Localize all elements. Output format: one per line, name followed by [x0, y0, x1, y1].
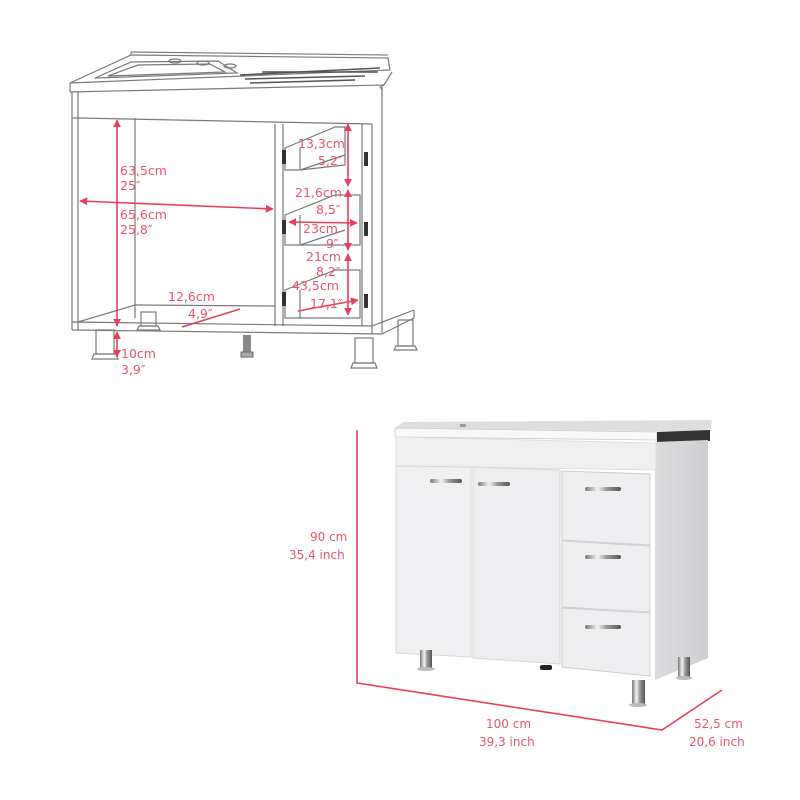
handle-icon	[478, 482, 510, 486]
interior-width-inch: 25,8″	[120, 222, 153, 237]
interior-height-inch: 25″	[120, 178, 141, 193]
left-door	[395, 465, 472, 658]
countertop-edge	[657, 430, 710, 443]
drawer-runner-icon	[282, 220, 286, 234]
bottom-depth-cm: 12,6cm	[168, 289, 215, 304]
drawer-bottom	[561, 607, 651, 677]
drawer-width-cm: 23cm	[303, 221, 338, 236]
drawer-depth-inch: 17,1″	[310, 296, 343, 311]
drawer-2-height-cm: 21,6cm	[295, 185, 342, 200]
drawer-1-height-inch: 5,2″	[318, 153, 343, 168]
line-drawing-cabinet: 63,5cm 25″ 65,6cm 25,8″ 12,6cm 4,9″ 10cm…	[69, 51, 418, 377]
handle-icon	[585, 625, 621, 629]
drawer-runner-icon	[364, 152, 368, 166]
interior-height-cm: 63,5cm	[120, 163, 167, 178]
depth-inch: 20,6 inch	[689, 735, 745, 749]
bottom-depth-inch: 4,9″	[188, 306, 213, 321]
height-inch: 35,4 inch	[289, 548, 345, 562]
width-cm: 100 cm	[486, 717, 531, 731]
product-render-cabinet: 90 cm 35,4 inch 100 cm 39,3 inch 52,5 cm…	[289, 420, 745, 749]
drawer-middle	[561, 540, 651, 613]
handle-icon	[585, 487, 621, 491]
interior-width-cm: 65,6cm	[120, 207, 167, 222]
drawer-3-height-inch: 8,2″	[316, 264, 341, 279]
drawer-runner-icon	[282, 150, 286, 164]
carcass-outline	[71, 85, 415, 335]
drawer-boxes	[282, 124, 368, 326]
drawer-depth-cm: 43,5cm	[292, 278, 339, 293]
handle-icon	[430, 479, 462, 483]
line-drawing-dimensions	[79, 119, 359, 358]
handle-icon	[585, 555, 621, 559]
sink-top	[69, 51, 393, 93]
product-dimension-lines	[356, 430, 723, 731]
drawer-3-height-cm: 21cm	[306, 249, 341, 264]
width-inch: 39,3 inch	[479, 735, 535, 749]
drawer-runner-icon	[364, 294, 368, 308]
drawer-width-inch: 9″	[326, 236, 339, 251]
drawer-1-height-cm: 13,3cm	[298, 136, 345, 151]
depth-cm: 52,5 cm	[694, 717, 743, 731]
leg-height-inch: 3,9″	[121, 362, 146, 377]
height-cm: 90 cm	[310, 530, 347, 544]
leg-height-cm: 10cm	[121, 346, 156, 361]
drawer-runner-icon	[364, 222, 368, 236]
right-door	[472, 466, 561, 665]
drawer-top	[561, 470, 651, 546]
line-drawing-labels: 63,5cm 25″ 65,6cm 25,8″ 12,6cm 4,9″ 10cm…	[120, 136, 345, 377]
drawer-2-height-inch: 8,5″	[316, 202, 341, 217]
drawer-runner-icon	[282, 292, 286, 306]
legs	[91, 311, 418, 369]
